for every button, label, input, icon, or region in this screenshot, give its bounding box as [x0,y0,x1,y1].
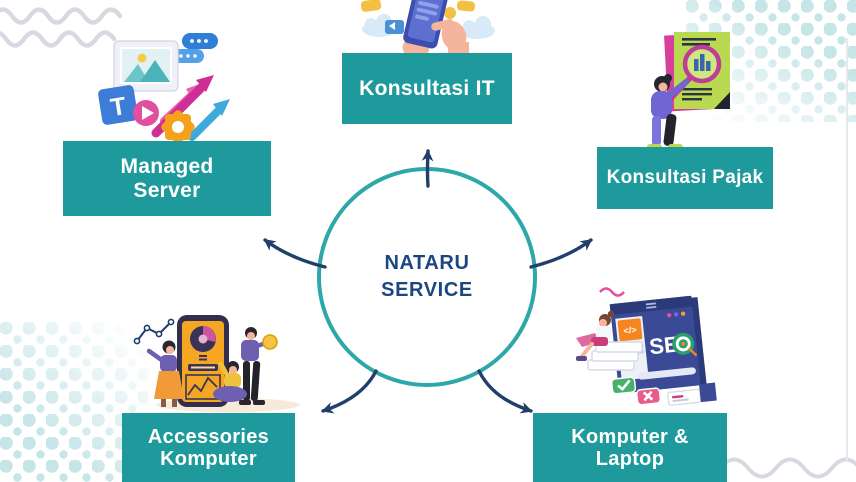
emoji-icon [444,7,456,19]
progress-bar [638,367,696,380]
chat-bubbles-icon [172,33,218,63]
svg-text:</>: </> [623,325,637,336]
play-button-icon [133,100,159,126]
magnifier-chart-icon [659,44,722,111]
person-figure [647,74,689,150]
close-button-icon [635,387,662,406]
managed-server-illustration: T [98,33,230,144]
target-icon [672,332,698,357]
arrow-bottom-right [477,369,533,414]
center-label: NATARU SERVICE [381,252,473,301]
arrow-bottom-left [321,369,378,414]
paper-stack [587,341,643,371]
check-button-icon [610,376,637,395]
konsultasi-pajak-illustration [647,32,730,150]
node-managed-server: Managed Server [63,141,271,216]
node-konsultasi-it: Konsultasi IT [342,53,512,124]
line-chart-icon [133,318,175,345]
ground-shadow [156,398,300,412]
svg-text:T: T [109,92,128,122]
wave-line-bottom-right [720,457,856,479]
phone-in-hands [402,0,469,56]
growth-arrows-icon [151,75,230,141]
pink-squiggle [599,287,625,297]
gear-icon [161,110,195,144]
chat-bubble-icon [456,0,476,12]
konsultasi-it-illustration [360,0,495,56]
center-circle: NATARU SERVICE [317,167,537,387]
wave-lines-top-left [0,7,122,48]
person-sitting [213,361,247,402]
cards [667,382,717,406]
monitor-picture-icon [113,40,179,92]
arrow-right [529,238,593,269]
node-accessories-komputer: Accessories Komputer [122,413,295,482]
cloud-icon [362,14,495,39]
document-back-sheet [664,32,726,112]
dot-pattern-top-right [686,0,856,122]
komputer-laptop-illustration: </> SE [576,287,717,406]
node-komputer-laptop: Komputer & Laptop [533,413,727,482]
text-tool-icon: T [98,85,138,125]
person-standing-left [146,340,184,407]
accessories-komputer-illustration [133,315,300,412]
svg-text:SE: SE [648,331,680,359]
reply-bubble-icon [385,20,404,34]
big-phone-dashboard [177,315,229,407]
page-edge-line [846,38,848,462]
seo-monitor: </> SE [609,295,707,394]
chat-bubble-icon [360,0,382,12]
person-on-stack [576,310,615,361]
node-konsultasi-pajak: Konsultasi Pajak [597,147,773,209]
arrow-left [263,238,327,269]
person-standing-right [239,327,278,405]
document-icon [674,32,730,109]
